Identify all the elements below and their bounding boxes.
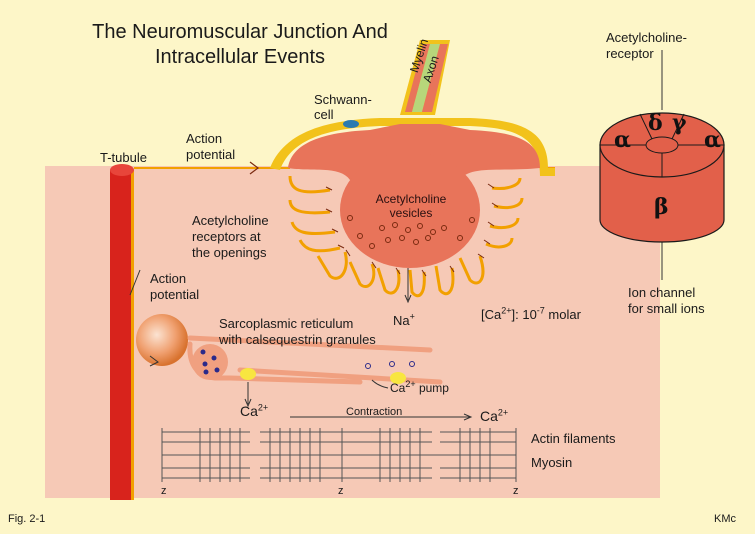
schwann-label-1: Schwann- [314,92,372,107]
ca-pump-arrow [371,379,389,389]
synaptic-bulb [340,152,480,268]
ach-receptors-label-2: receptors at [192,229,261,244]
ach-vesicles [347,215,475,249]
z-label-3: z [513,485,519,497]
receptor-label-1: Acetylcholine- [606,30,687,45]
myelin-stripe [412,44,440,112]
ca-left-label: Ca2+ [240,402,269,419]
beta-label: β [654,194,669,220]
t-tubule [110,170,134,500]
title-line-1: The Neuromuscular Junction And [92,21,388,43]
receptor-label-2: receptor [606,46,654,61]
ap-top-label-1: Action [186,131,223,146]
t-tubule-edge [131,170,134,500]
figure-number: Fig. 2-1 [8,513,46,525]
receptor-pore [645,136,679,154]
z-label-1: z [161,485,167,497]
ap-left-label-1: Action [150,271,187,286]
schwann-nucleus [343,120,359,128]
title-line-2: Intracellular Events [154,46,326,68]
ca-concentration-label: [Ca2+]: 10-7 molar [481,305,581,322]
action-potential-sphere [136,314,188,366]
calsequestrin-granules [200,349,220,375]
nerve-terminal [288,124,540,180]
na-label: Na+ [393,311,415,328]
schwann-label-2: cell [314,107,334,122]
ca-ions [365,361,415,369]
ap-arrow-top [249,161,259,175]
vesicles-label-1: Acetylcholine [375,192,447,206]
t-tubule-label: T-tubule [100,150,147,165]
ap-left-pointer [129,269,141,296]
ca-release-channel [240,368,256,380]
ca-pump-label: Ca2+ pump [390,379,449,396]
alpha-left-label: α [614,127,631,153]
sr-cistern [192,344,228,380]
ion-channel-label-1: Ion channel [628,285,696,300]
author-initials: KMc [714,513,736,525]
ap-left-label-2: potential [150,287,200,302]
ach-receptors-label-3: the openings [192,245,267,260]
actin-label: Actin filaments [531,431,616,446]
ca-pump [390,372,406,384]
ach-receptors-label-1: Acetylcholine [192,213,269,228]
alpha-right-label: α [704,127,721,153]
gamma-label: γ [672,110,687,136]
ca-right-label: Ca2+ [480,407,509,424]
z-label-2: z [338,485,344,497]
myosin-crossbridges [199,428,491,482]
ap-top-label-2: potential [186,147,236,162]
contraction-label: Contraction [346,406,403,418]
sr-label-2: with calsequestrin granules [219,332,376,347]
sr-label-1: Sarcoplasmic reticulum [219,316,354,331]
receptor-subunit-dividers [600,113,724,177]
vesicles-label-2: vesicles [389,206,433,220]
fold-receptor-marks [325,183,499,277]
axon-stripe-right [422,44,448,112]
sarcomeres [161,428,517,482]
delta-label: δ [648,110,663,136]
junctional-folds [288,175,524,298]
t-tubule-top [110,164,134,176]
axon-stripe-left [405,44,430,112]
myosin-label: Myosin [531,455,573,470]
ion-channel-label-2: for small ions [628,301,705,316]
